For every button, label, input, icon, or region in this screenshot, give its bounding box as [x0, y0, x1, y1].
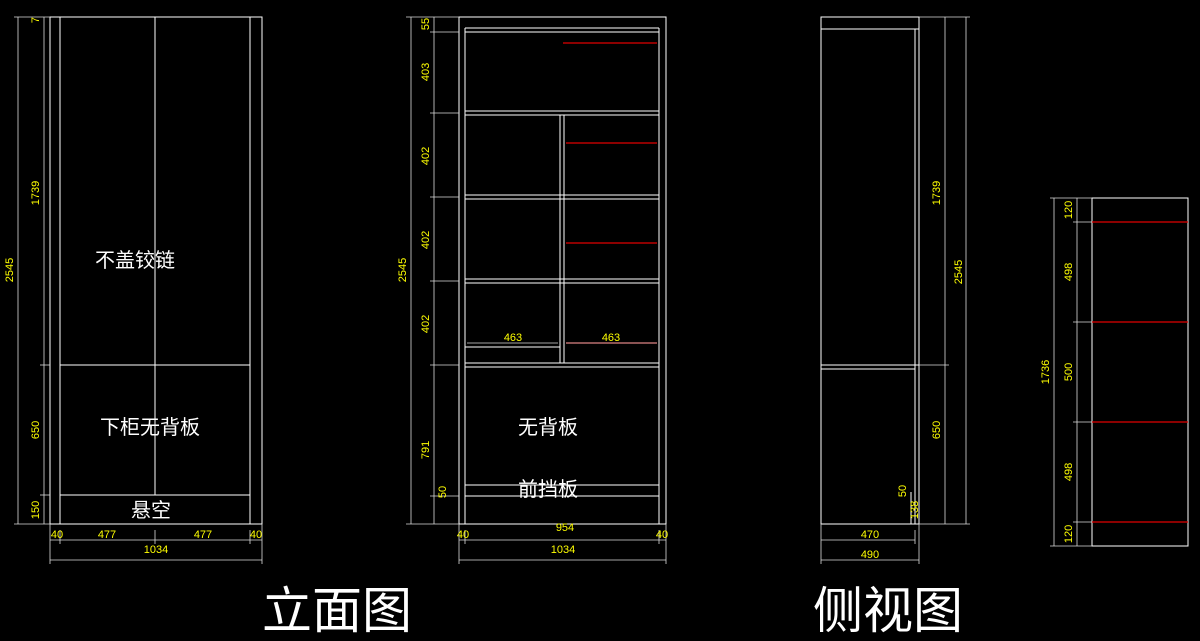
- dim-side-left: 40: [457, 529, 469, 541]
- caption-side-view: 侧视图: [813, 582, 963, 640]
- side-view: 1739 2545 650 50 138 470 490: [820, 16, 970, 564]
- label-lower-no-back: 下柜无背板: [100, 415, 200, 439]
- dim-total-height: 2545: [4, 258, 16, 282]
- dim-upper-height: 1739: [30, 181, 42, 205]
- dim-top: 120: [1063, 201, 1075, 219]
- dim-base-height: 150: [30, 501, 42, 519]
- section-view: 无背板 前挡板 463 463 55 403 402 402 402 2545 …: [397, 16, 668, 564]
- dim-seg3: 498: [1063, 463, 1075, 481]
- dim-kick: 50: [897, 485, 909, 497]
- dim-upper: 1739: [931, 181, 943, 205]
- dim-top-gap: 7: [30, 17, 42, 23]
- label-no-cover-hinge: 不盖铰链: [95, 248, 175, 272]
- dim-base: 138: [909, 501, 921, 519]
- panel-frame: [1091, 197, 1189, 547]
- dim-kick: 50: [437, 486, 449, 498]
- dim-side-right: 40: [250, 529, 262, 541]
- front-elevation: 不盖铰链 下柜无背板 悬空 7 1739 2545 650 150 40 477…: [4, 16, 263, 564]
- dim-lower: 650: [931, 421, 943, 439]
- panel-view: 120 498 500 498 120 1736: [1040, 197, 1189, 547]
- side-outer-frame: [820, 16, 920, 525]
- dim-lower: 791: [420, 441, 432, 459]
- dim-total: 2545: [953, 260, 965, 284]
- dim-side-right: 40: [656, 529, 668, 541]
- dim-shelf4: 402: [420, 315, 432, 333]
- label-suspended: 悬空: [131, 498, 171, 522]
- dim-inner-width: 954: [556, 522, 574, 534]
- front-outer-frame: [49, 16, 263, 525]
- label-no-back: 无背板: [518, 415, 578, 439]
- dim-total-width: 1034: [551, 544, 575, 556]
- dim-total: 1736: [1040, 360, 1052, 384]
- dim-total-width: 1034: [144, 544, 168, 556]
- caption-elevation: 立面图: [262, 582, 412, 640]
- dim-inner-depth: 470: [861, 529, 879, 541]
- dim-shelf2: 402: [420, 147, 432, 165]
- dim-bottom: 120: [1063, 525, 1075, 543]
- dim-shelf1: 403: [420, 63, 432, 81]
- dim-door-right: 477: [194, 529, 212, 541]
- dim-total-height: 2545: [397, 258, 409, 282]
- dim-seg2: 500: [1063, 363, 1075, 381]
- dim-shelf3: 402: [420, 231, 432, 249]
- dim-bay-right: 463: [602, 332, 620, 344]
- dim-side-left: 40: [51, 529, 63, 541]
- dim-lower-height: 650: [30, 421, 42, 439]
- label-front-board: 前挡板: [518, 477, 578, 501]
- dim-top: 55: [420, 18, 432, 30]
- dim-seg1: 498: [1063, 263, 1075, 281]
- dim-bay-left: 463: [504, 332, 522, 344]
- dim-depth: 490: [861, 549, 879, 561]
- section-outer-frame: [458, 16, 667, 525]
- dim-door-left: 477: [98, 529, 116, 541]
